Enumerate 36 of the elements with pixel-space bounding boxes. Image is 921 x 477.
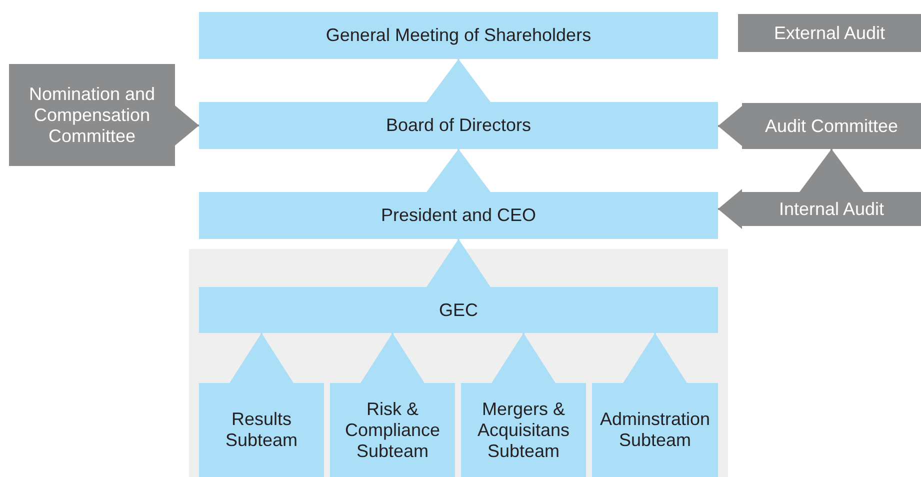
committee-box [9, 64, 175, 166]
node-label: Nomination and Compensation Committee [28, 84, 156, 146]
node-label: External Audit [772, 22, 886, 44]
node-label: Results Subteam [224, 409, 299, 451]
committee-box [199, 287, 718, 333]
audit-box [742, 192, 921, 226]
arrow [426, 59, 490, 102]
node-label: Risk & Compliance Subteam [344, 398, 442, 462]
arrow [360, 333, 424, 383]
node-label: President and CEO [380, 205, 538, 226]
panel-background [189, 249, 728, 477]
node-label: Mergers & Acquisitans Subteam [476, 398, 571, 462]
node-label: Audit Committee [764, 116, 900, 136]
arrow [175, 106, 199, 146]
audit-box [738, 14, 921, 52]
board-box [199, 102, 718, 149]
node-label: Internal Audit [778, 198, 886, 220]
title-box [199, 12, 718, 59]
arrow [426, 149, 490, 192]
node-label: Board of Directors [384, 115, 532, 136]
executive-box [199, 192, 718, 239]
subteam-box [461, 383, 586, 477]
arrow [230, 333, 294, 383]
arrow [718, 106, 742, 146]
node-label: Adminstration Subteam [598, 409, 712, 451]
committee-box [742, 103, 921, 149]
arrow [718, 189, 742, 229]
arrow [426, 239, 490, 287]
arrow [623, 333, 687, 383]
node-label: GEC [438, 300, 479, 320]
arrow [800, 149, 864, 192]
node-label: General Meeting of Shareholders [324, 25, 592, 46]
subteam-box [330, 383, 455, 477]
arrow [492, 333, 556, 383]
subteam-box [592, 383, 718, 477]
subteam-box [199, 383, 324, 477]
